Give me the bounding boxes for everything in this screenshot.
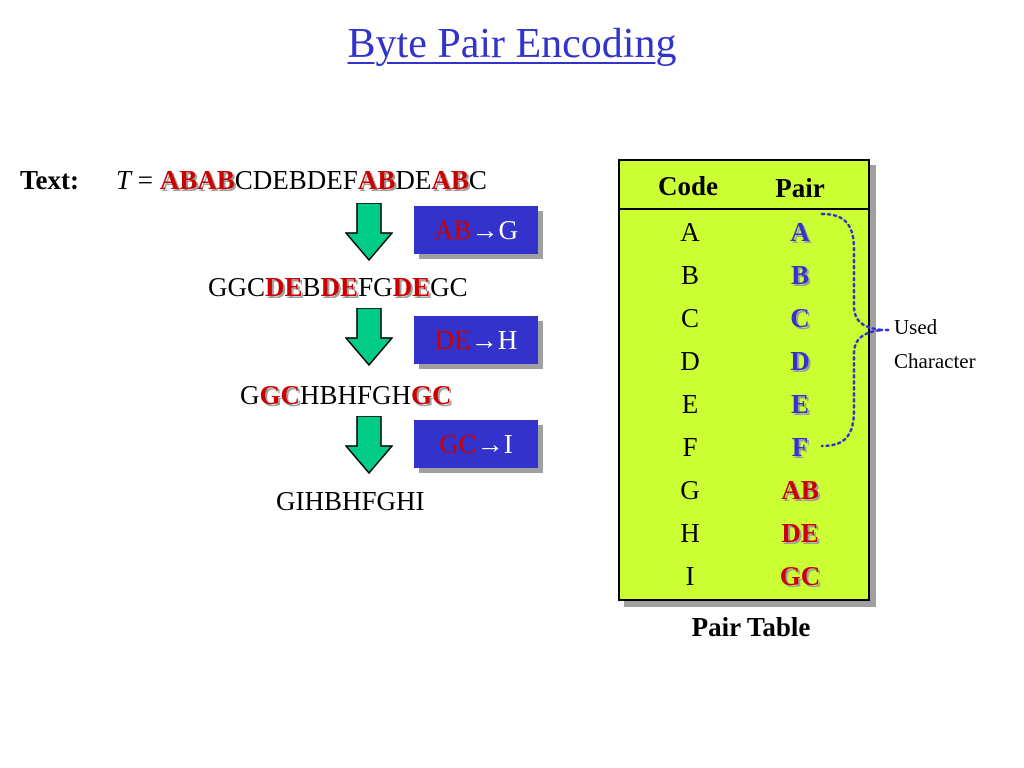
highlighted-pair: AB [197,165,235,195]
dotted-brace-icon [820,212,892,448]
highlighted-pair: AB [357,165,396,195]
down-arrow-icon [345,203,393,261]
table-cell-pair: F [791,432,809,462]
sequence-segment: DE [395,165,432,195]
table-cell-code: H [680,518,700,548]
sequence-segment: C [468,165,487,195]
table-cell-pair: C [790,303,810,333]
rule-arrow: → [471,215,499,245]
sequence-original: T = ABABCDEBDEFABDEABC [116,165,487,196]
table-cell-code: F [682,432,698,462]
sequence-step-1: GGCDEBDEFGDEGC [208,272,468,303]
sequence-segment: HBHFGH [300,380,412,410]
rule-code: H [497,325,518,355]
highlighted-pair: GC [411,380,452,410]
table-cell-pair: DE [781,518,819,548]
table-cell-pair: B [790,260,809,290]
used-label-line-2: Character [894,349,976,373]
replacement-rule-de-h: DE→H [414,316,538,364]
pair-table: Code Pair A A B B C C D D E E F F G AB H… [618,159,870,601]
highlighted-pair: GC [259,380,301,410]
table-cell-code: E [681,389,699,419]
table-header-pair: Pair [775,173,825,203]
rule-code: I [503,429,513,459]
equals-sign: = [131,165,160,195]
down-arrow-icon [345,416,393,474]
table-cell-pair: GC [779,561,821,591]
used-label-line-1: Used [894,315,938,339]
highlighted-pair: AB [159,165,198,195]
table-cell-code: C [680,303,699,333]
page-title: Byte Pair Encoding [347,21,677,67]
replacement-rule-gc-i: GC→I [414,420,538,468]
rule-pair: DE [434,325,471,355]
table-cell-code: D [680,346,700,376]
rule-pair: AB [433,215,472,245]
table-cell-pair: D [790,346,810,376]
highlighted-pair: DE [265,272,303,302]
sequence-step-3: GIHBHFGHI [276,486,425,517]
sequence-step-2: GGCHBHFGHGC [240,380,452,411]
sequence-0-content: ABABCDEBDEFABDEABC [160,165,487,195]
table-cell-pair: AB [781,475,819,505]
table-cell-code: I [685,561,695,591]
sequence-segment: GC [430,272,468,302]
sequence-segment: FG [358,272,393,302]
table-cell-pair: E [790,389,809,419]
sequence-segment: GIHBHFGHI [276,486,425,516]
rule-arrow: → [476,429,504,459]
rule-pair: GC [439,429,477,459]
sequence-segment: G [240,380,260,410]
table-cell-code: G [680,475,700,505]
text-variable: T [116,165,132,195]
text-label: Text: [20,165,79,195]
table-cell-code: A [680,217,700,247]
rule-code: G [498,215,519,245]
table-cell-code: B [680,260,699,290]
sequence-segment: GGC [208,272,266,302]
highlighted-pair: AB [431,165,469,195]
rule-arrow: → [470,325,498,355]
sequence-segment: CDEBDEF [234,165,358,195]
table-caption: Pair Table [691,612,811,642]
highlighted-pair: DE [320,272,359,302]
table-cell-pair: A [790,217,810,247]
table-header-code: Code [658,171,718,201]
replacement-rule-ab-g: AB→G [414,206,538,254]
down-arrow-icon [345,308,393,366]
table-header-divider [620,208,868,210]
sequence-segment: B [302,272,321,302]
highlighted-pair: DE [392,272,431,302]
